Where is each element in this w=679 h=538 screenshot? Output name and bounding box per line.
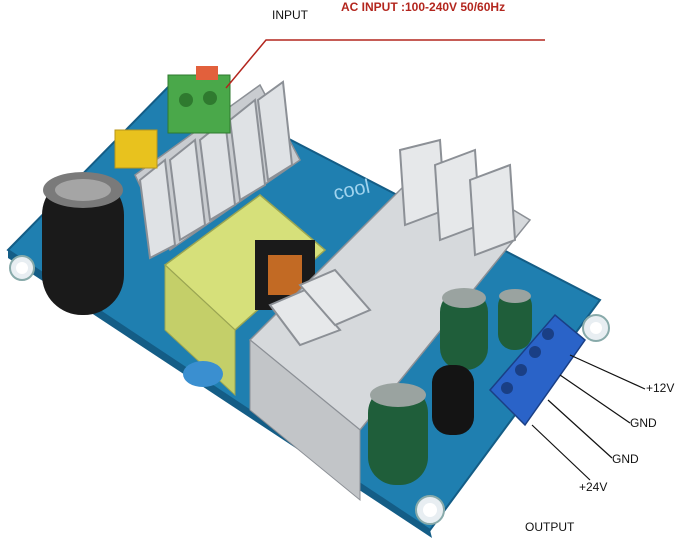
terminal-screw xyxy=(203,91,217,105)
output-capacitor-top xyxy=(370,383,426,407)
transformer-coil xyxy=(268,255,302,295)
mount-hole xyxy=(16,262,28,274)
y-capacitor xyxy=(183,361,223,387)
gnd-label-1: GND xyxy=(630,416,657,430)
output-capacitor xyxy=(368,385,428,485)
output-capacitor xyxy=(440,290,488,370)
ac-input-label: AC INPUT :100-240V 50/60Hz xyxy=(341,0,506,14)
plus12v-label: +12V xyxy=(646,381,675,395)
mount-hole xyxy=(423,503,437,517)
input-leader-line xyxy=(225,39,545,89)
plus24v-label: +24V xyxy=(579,480,608,494)
transformer-body xyxy=(164,263,236,397)
output-label: OUTPUT xyxy=(525,520,575,534)
output-inductor xyxy=(432,365,474,435)
terminal-screw xyxy=(179,93,193,107)
input-terminal xyxy=(167,74,231,134)
input-label: INPUT xyxy=(272,8,308,22)
heatsink-right-fins xyxy=(268,138,517,347)
output-terminal-screws xyxy=(501,328,554,394)
mount-hole xyxy=(590,322,602,334)
heatsink-right-front xyxy=(249,338,361,502)
output-capacitor-top xyxy=(499,289,531,303)
gnd-label-2: GND xyxy=(612,452,639,466)
output-terminal xyxy=(488,313,587,427)
output-capacitor xyxy=(498,290,532,350)
bulk-capacitor-top-inner xyxy=(55,179,111,201)
output-leader-lines xyxy=(531,354,646,481)
output-capacitor-top xyxy=(442,288,486,308)
x-capacitor xyxy=(114,129,158,169)
input-terminal-plug xyxy=(196,66,218,80)
bulk-capacitor xyxy=(42,175,124,315)
